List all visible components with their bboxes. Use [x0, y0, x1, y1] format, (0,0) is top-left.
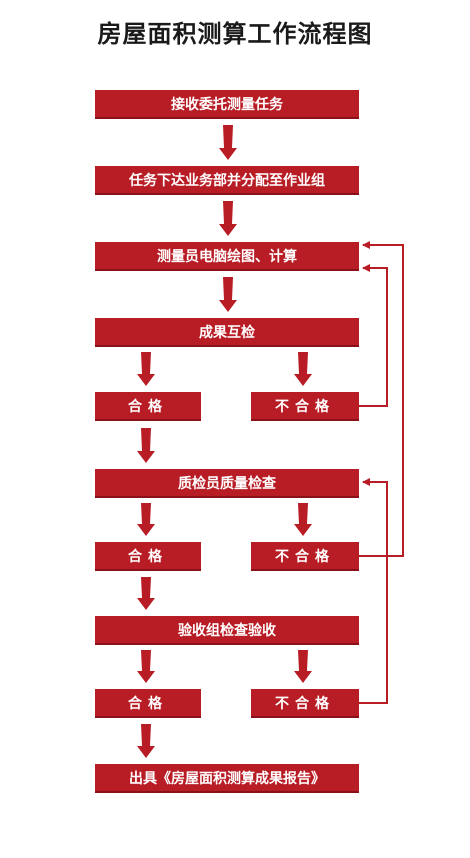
- step-acceptance-check: 验收组检查验收: [95, 616, 359, 645]
- arrow-down-3: [219, 277, 237, 312]
- mutual-check-fail: 不合格: [251, 392, 359, 421]
- arrow-down-7: [137, 577, 155, 610]
- page-title: 房屋面积测算工作流程图: [97, 20, 373, 48]
- arrow-down-8-right: [294, 650, 312, 683]
- step-mutual-check: 成果互检: [95, 318, 359, 347]
- acceptance-pass: 合格: [95, 689, 201, 718]
- mutual-check-pass: 合格: [95, 392, 201, 421]
- step-drawing-calculation: 测量员电脑绘图、计算: [95, 242, 359, 271]
- quality-inspection-fail: 不合格: [251, 542, 359, 571]
- step-quality-inspection: 质检员质量检查: [95, 469, 359, 498]
- arrow-down-5: [137, 428, 155, 463]
- arrow-down-6-right: [294, 503, 312, 536]
- acceptance-fail: 不合格: [251, 689, 359, 718]
- arrow-down-8-left: [137, 650, 155, 683]
- arrow-down-1: [219, 125, 237, 160]
- arrow-down-9: [137, 724, 155, 758]
- step-receive-task: 接收委托测量任务: [95, 90, 359, 119]
- step-assign-task: 任务下达业务部并分配至作业组: [95, 166, 359, 195]
- feedback-mutual-fail: [359, 264, 388, 407]
- feedback-quality-fail: [359, 241, 404, 557]
- feedback-acceptance-fail: [359, 478, 388, 704]
- arrow-down-4-right: [294, 352, 312, 386]
- arrow-down-4-left: [137, 352, 155, 386]
- quality-inspection-pass: 合格: [95, 542, 201, 571]
- arrow-down-2: [219, 201, 237, 236]
- step-issue-report: 出具《房屋面积测算成果报告》: [95, 764, 359, 793]
- arrow-down-6-left: [137, 503, 155, 536]
